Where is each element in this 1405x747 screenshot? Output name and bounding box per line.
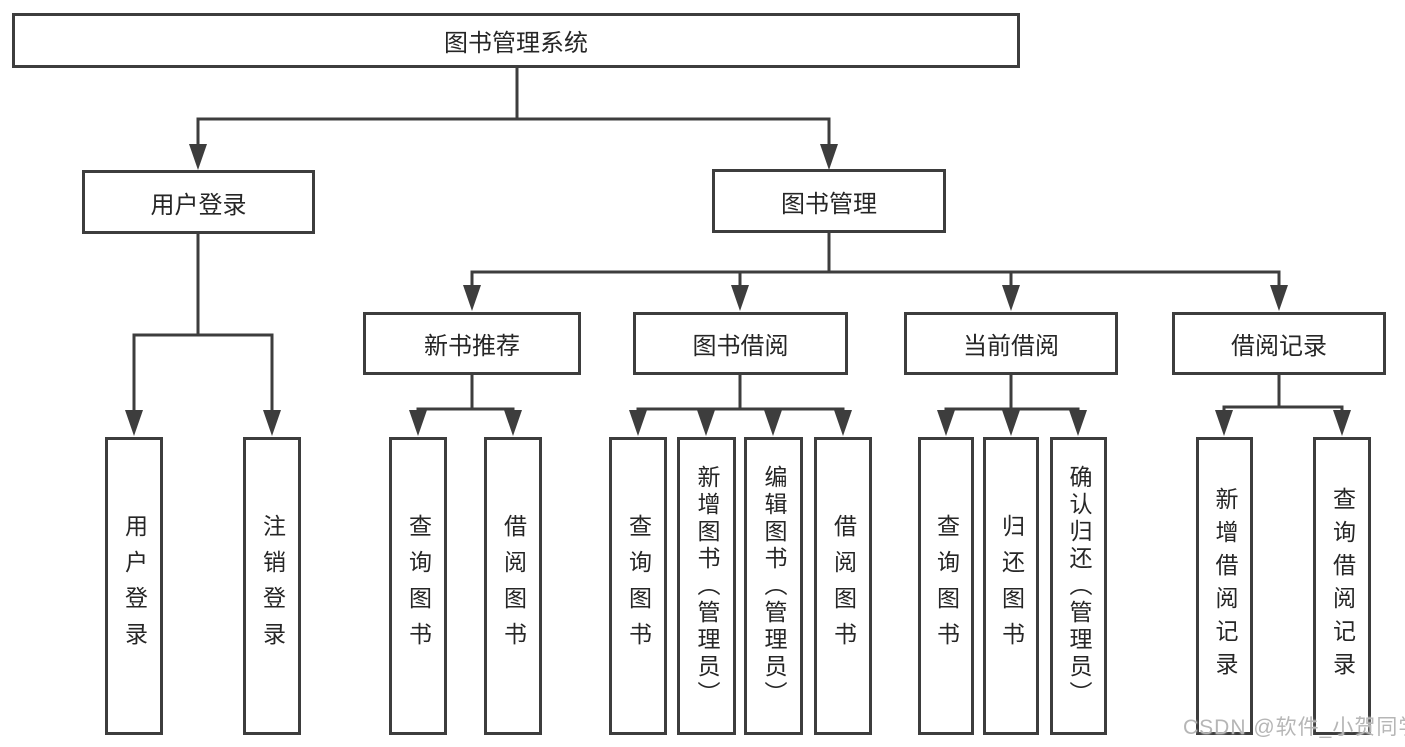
leaf-user-login: 用户登录 [105,437,163,735]
leaf-query-borrow-record: 查询借阅记录 [1313,437,1371,735]
leaf-edit-book-admin: 编辑图书（管理员） [744,437,803,735]
node-new-book-recommend: 新书推荐 [363,312,581,375]
leaf-logout: 注销登录 [243,437,301,735]
leaf-return-book: 归还图书 [983,437,1039,735]
leaf-borrow-books: 借阅图书 [814,437,872,735]
leaf-borrow-books-recommend: 借阅图书 [484,437,542,735]
leaf-add-book-admin: 新增图书（管理员） [677,437,736,735]
leaf-query-books-current: 查询图书 [918,437,974,735]
leaf-query-books-borrowing: 查询图书 [609,437,667,735]
leaf-confirm-return-admin: 确认归还（管理员） [1050,437,1107,735]
leaf-add-borrow-record: 新增借阅记录 [1196,437,1253,735]
node-book-borrowing: 图书借阅 [633,312,848,375]
node-borrowing-records: 借阅记录 [1172,312,1386,375]
node-book-management: 图书管理 [712,169,946,233]
node-user-login: 用户登录 [82,170,315,234]
csdn-watermark: CSDN @软件_小贺同学 [1183,716,1405,739]
node-library-system: 图书管理系统 [12,13,1020,68]
leaf-query-books-recommend: 查询图书 [389,437,447,735]
node-current-borrowing: 当前借阅 [904,312,1118,375]
